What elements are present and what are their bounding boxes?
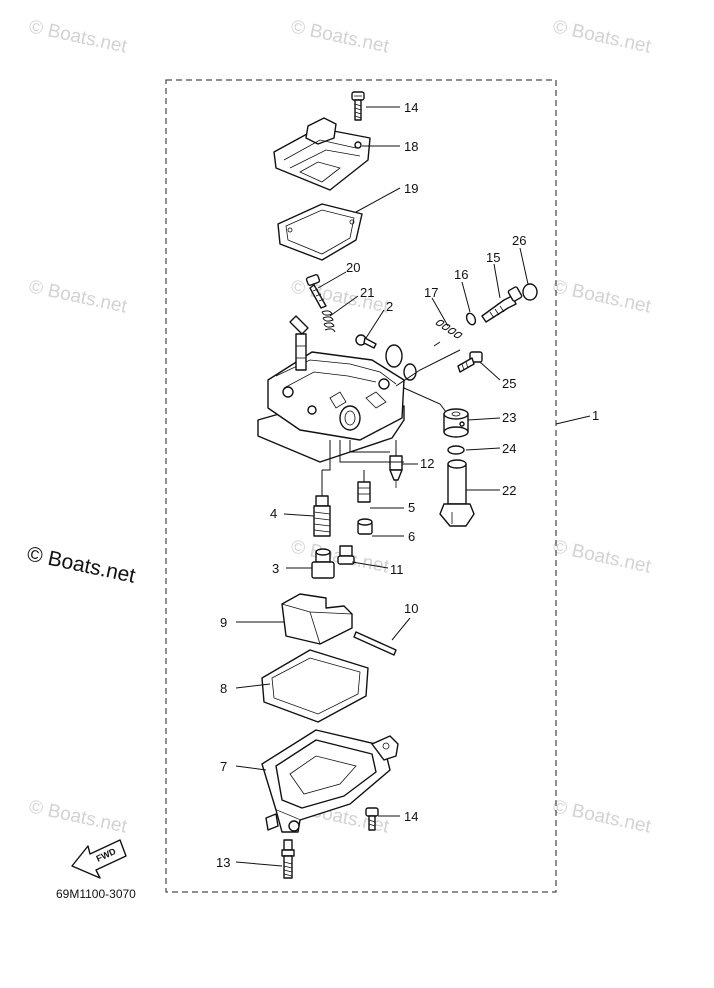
- part-float-9: [281, 593, 353, 645]
- watermark: © Boats.net: [551, 796, 653, 837]
- watermark: © Boats.net: [551, 536, 653, 577]
- callout-1: 1: [592, 408, 599, 423]
- callout-7: 7: [220, 759, 227, 774]
- callout-17: 17: [424, 285, 438, 300]
- part-carburetor-body-1: [257, 315, 417, 463]
- callout-20: 20: [346, 260, 360, 275]
- watermark: © Boats.net: [27, 16, 129, 57]
- part-pin-10: [353, 631, 397, 656]
- callout-24: 24: [502, 441, 516, 456]
- part-plunger-22: [439, 459, 475, 527]
- part-float-bowl-7: [261, 729, 399, 833]
- part-plug-6: [357, 518, 373, 535]
- callout-2: 2: [386, 299, 393, 314]
- part-screw-25: [457, 351, 483, 373]
- part-cap-26: [522, 283, 538, 301]
- callout-14-bottom: 14: [404, 809, 418, 824]
- callout-16: 16: [454, 267, 468, 282]
- part-23: [443, 408, 469, 438]
- callout-19: 19: [404, 181, 418, 196]
- leader-lines: [235, 106, 591, 867]
- watermark: © Boats.net: [551, 276, 653, 317]
- watermark: © Boats.net: [27, 276, 129, 317]
- watermark-main: © Boats.net: [25, 542, 138, 587]
- callout-4: 4: [270, 506, 277, 521]
- part-drain-screw-13: [281, 839, 295, 879]
- callout-13: 13: [216, 855, 230, 870]
- callout-25: 25: [502, 376, 516, 391]
- watermark: © Boats.net: [289, 16, 391, 57]
- callout-26: 26: [512, 233, 526, 248]
- callout-23: 23: [502, 410, 516, 425]
- callout-18: 18: [404, 139, 418, 154]
- part-jet-5: [357, 470, 371, 503]
- part-nozzle-4: [313, 470, 331, 537]
- watermark: © Boats.net: [289, 276, 391, 317]
- callout-12: 12: [420, 456, 434, 471]
- part-gasket-8: [261, 649, 369, 723]
- callout-11: 11: [390, 562, 404, 577]
- part-screw-14-top: [351, 91, 365, 121]
- part-float-valve-12: [389, 440, 403, 488]
- callout-10: 10: [404, 601, 418, 616]
- callout-5: 5: [408, 500, 415, 515]
- fwd-arrow-icon: FWD: [71, 839, 127, 879]
- part-cover-18: [273, 117, 371, 191]
- watermark: © Boats.net: [551, 16, 653, 57]
- callout-6: 6: [408, 529, 415, 544]
- part-needle-15: [481, 286, 523, 323]
- part-screw-20: [305, 274, 327, 309]
- callout-14-top: 14: [404, 100, 418, 115]
- part-oring-16: [465, 312, 477, 326]
- callout-9: 9: [220, 615, 227, 630]
- part-screw-14-bottom: [365, 807, 379, 831]
- callout-3: 3: [272, 561, 279, 576]
- callout-labels: 14 18 19 20 21 2 17 16 15 26 25 23 1 24 …: [216, 100, 599, 870]
- part-3: [311, 548, 335, 579]
- callout-8: 8: [220, 681, 227, 696]
- watermark: © Boats.net: [27, 796, 129, 837]
- assembly-boundary: [165, 79, 557, 893]
- diagram-code: 69M1100-3070: [56, 887, 136, 901]
- part-spring-17: [433, 319, 463, 347]
- callout-22: 22: [502, 483, 516, 498]
- callout-15: 15: [486, 250, 500, 265]
- part-screw-2: [355, 334, 377, 349]
- part-11: [337, 545, 355, 565]
- callout-21: 21: [360, 285, 374, 300]
- part-gasket-19: [277, 203, 363, 261]
- part-oring-24: [447, 445, 465, 455]
